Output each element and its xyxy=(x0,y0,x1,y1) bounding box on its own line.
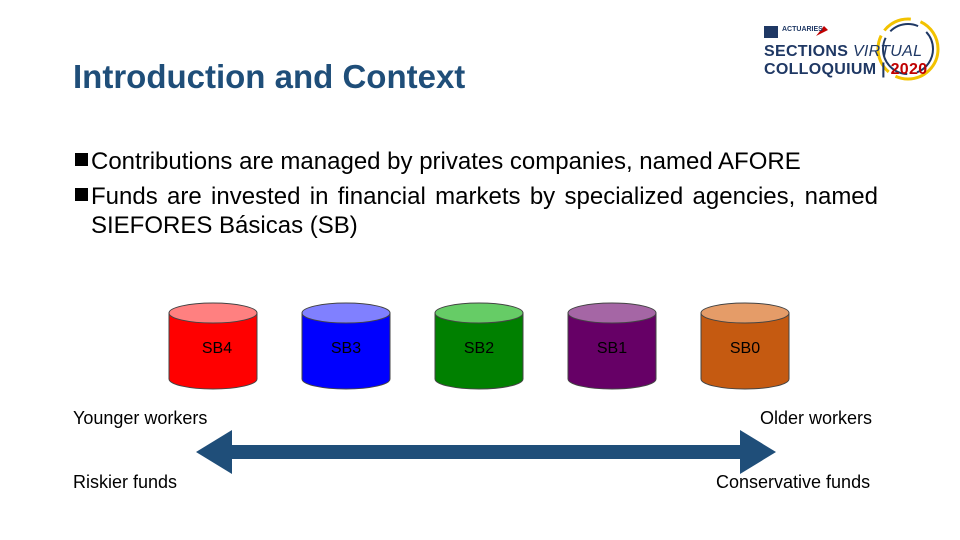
bullet-square-icon xyxy=(75,153,88,166)
logo-colloquium: COLLOQUIUM xyxy=(764,61,877,78)
fund-label: SB3 xyxy=(330,340,362,357)
bullet-item: Contributions are managed by privates co… xyxy=(75,147,878,176)
bullet-item: Funds are invested in financial markets … xyxy=(75,182,878,240)
double-arrow-icon xyxy=(196,430,776,474)
fund-cylinder-sb0: SB0 xyxy=(700,302,790,390)
fund-cylinder-sb4: SB4 xyxy=(168,302,258,390)
logo-wordmark: SECTIONS VIRTUAL COLLOQUIUM | 2020 xyxy=(764,43,928,78)
fund-cylinder-sb1: SB1 xyxy=(567,302,657,390)
logo-virtual: VIRTUAL xyxy=(852,43,923,60)
riskier-funds-label: Riskier funds xyxy=(73,472,178,492)
fund-label: SB0 xyxy=(729,340,761,357)
fund-label: SB4 xyxy=(201,340,233,357)
fund-label: SB1 xyxy=(596,340,628,357)
younger-workers-label: Younger workers xyxy=(73,408,208,428)
bullet-list: Contributions are managed by privates co… xyxy=(75,147,878,246)
logo-small-text: ACTUARIES xyxy=(782,26,823,33)
conservative-funds-label: Conservative funds xyxy=(716,472,871,492)
bullet-text: Contributions are managed by privates co… xyxy=(91,148,801,175)
colloquium-logo: ACTUARIES SECTIONS VIRTUAL COLLOQUIUM | … xyxy=(758,14,950,84)
fund-cylinder-sb3: SB3 xyxy=(301,302,391,390)
fund-label: SB2 xyxy=(463,340,495,357)
cylinder-shape xyxy=(434,302,524,390)
cylinder-shape xyxy=(168,302,258,390)
bullet-text: Funds are invested in financial markets … xyxy=(91,183,878,239)
cylinder-shape xyxy=(700,302,790,390)
bullet-square-icon xyxy=(75,188,88,201)
logo-sections: SECTIONS xyxy=(764,43,849,60)
cylinder-shape xyxy=(301,302,391,390)
page-title: Introduction and Context xyxy=(73,58,466,95)
cylinder-shape xyxy=(567,302,657,390)
fund-cylinder-sb2: SB2 xyxy=(434,302,524,390)
logo-year: 2020 xyxy=(890,61,928,78)
older-workers-label: Older workers xyxy=(760,408,873,428)
logo-ring-icon xyxy=(764,17,940,81)
